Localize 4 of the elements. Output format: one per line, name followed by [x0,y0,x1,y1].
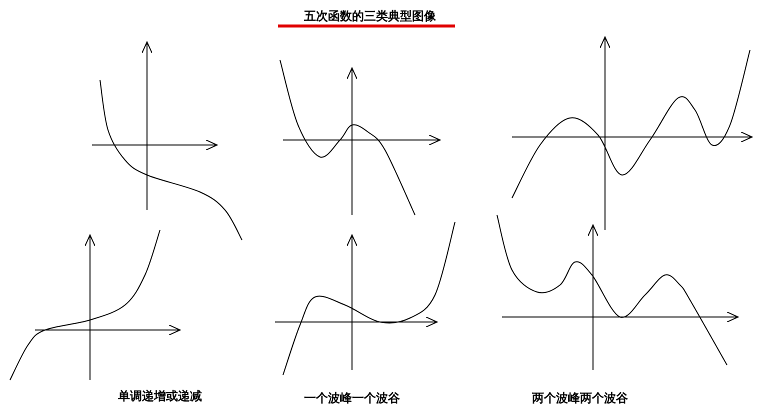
graph-caption: 一个波峰一个波谷 [304,390,400,407]
title: 五次函数的三类典型图像 [304,8,436,25]
graph-caption: 两个波峰两个波谷 [532,390,628,407]
graph-caption: 单调递增或递减 [118,388,202,405]
